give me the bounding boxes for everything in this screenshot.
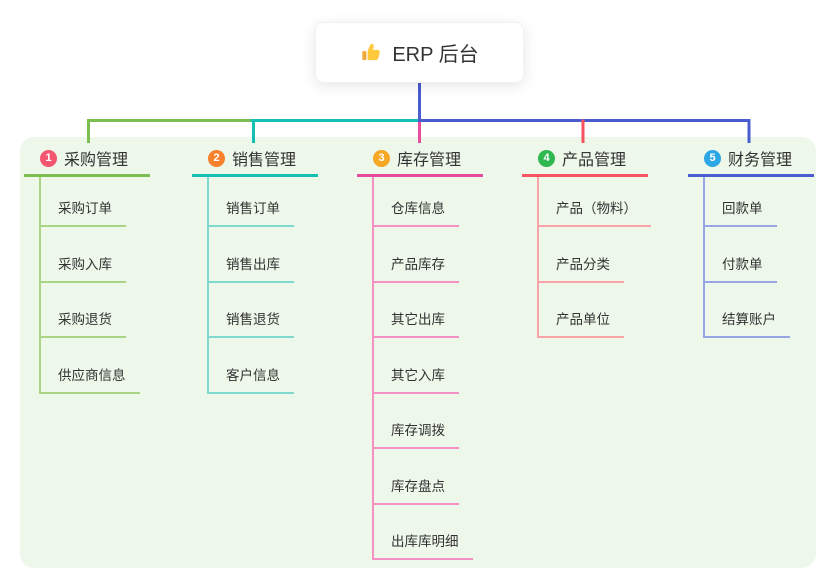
branch-5-number-badge: 5 <box>704 149 721 167</box>
child-node[interactable]: 产品（物料） <box>539 177 651 227</box>
child-node[interactable]: 客户信息 <box>209 338 318 394</box>
branch-product: 4 产品管理 产品（物料） 产品分类 产品单位 <box>522 137 651 338</box>
branch-1-number-badge: 1 <box>40 149 57 167</box>
branch-purchase: 1 采购管理 采购订单 采购入库 采购退货 供应商信息 <box>24 137 150 394</box>
root-node[interactable]: ERP 后台 <box>315 22 524 83</box>
root-node-label: ERP 后台 <box>392 44 479 66</box>
branch-3-children: 仓库信息 产品库存 其它出库 其它入库 库存调拨 库存盘点 出库库明细 <box>372 177 483 560</box>
branch-1-children: 采购订单 采购入库 采购退货 供应商信息 <box>39 177 150 394</box>
branch-inventory: 3 库存管理 仓库信息 产品库存 其它出库 其它入库 库存调拨 库存盘点 出库库… <box>357 137 483 560</box>
branch-2-children: 销售订单 销售出库 销售退货 客户信息 <box>207 177 318 394</box>
branch-node-product[interactable]: 4 产品管理 <box>522 137 648 177</box>
branch-3-number-badge: 3 <box>373 149 390 167</box>
child-node[interactable]: 销售订单 <box>209 177 318 227</box>
branch-sales: 2 销售管理 销售订单 销售出库 销售退货 客户信息 <box>192 137 318 394</box>
child-node[interactable]: 采购订单 <box>41 177 150 227</box>
child-node[interactable]: 回款单 <box>705 177 814 227</box>
branch-node-purchase[interactable]: 1 采购管理 <box>24 137 150 177</box>
branches-panel: 1 采购管理 采购订单 采购入库 采购退货 供应商信息 2 销售管理 销售订单 … <box>20 137 816 568</box>
child-node[interactable]: 其它出库 <box>374 283 483 338</box>
child-node[interactable]: 产品分类 <box>539 227 648 283</box>
branch-2-number-badge: 2 <box>208 149 225 167</box>
child-node[interactable]: 库存盘点 <box>374 449 483 505</box>
branch-5-children: 回款单 付款单 结算账户 <box>703 177 814 338</box>
branch-node-sales[interactable]: 2 销售管理 <box>192 137 318 177</box>
branch-title: 销售管理 <box>232 152 297 169</box>
child-node[interactable]: 仓库信息 <box>374 177 483 227</box>
branch-finance: 5 财务管理 回款单 付款单 结算账户 <box>688 137 814 338</box>
child-node[interactable]: 库存调拨 <box>374 394 483 449</box>
thumbs-up-icon <box>360 41 383 64</box>
child-node[interactable]: 采购退货 <box>41 283 150 338</box>
child-node[interactable]: 销售退货 <box>209 283 318 338</box>
branch-node-inventory[interactable]: 3 库存管理 <box>357 137 483 177</box>
branch-4-children: 产品（物料） 产品分类 产品单位 <box>537 177 651 338</box>
child-node[interactable]: 产品库存 <box>374 227 483 283</box>
child-node[interactable]: 出库库明细 <box>374 505 483 560</box>
child-node[interactable]: 销售出库 <box>209 227 318 283</box>
child-node[interactable]: 其它入库 <box>374 338 483 394</box>
child-node[interactable]: 产品单位 <box>539 283 648 338</box>
branch-title: 采购管理 <box>64 152 129 169</box>
branch-4-number-badge: 4 <box>538 149 555 167</box>
branch-title: 库存管理 <box>397 152 462 169</box>
branch-title: 产品管理 <box>562 152 627 169</box>
branch-node-finance[interactable]: 5 财务管理 <box>688 137 814 177</box>
child-node[interactable]: 采购入库 <box>41 227 150 283</box>
child-node[interactable]: 结算账户 <box>705 283 814 338</box>
branch-title: 财务管理 <box>728 152 793 169</box>
child-node[interactable]: 供应商信息 <box>41 338 150 394</box>
child-node[interactable]: 付款单 <box>705 227 814 283</box>
